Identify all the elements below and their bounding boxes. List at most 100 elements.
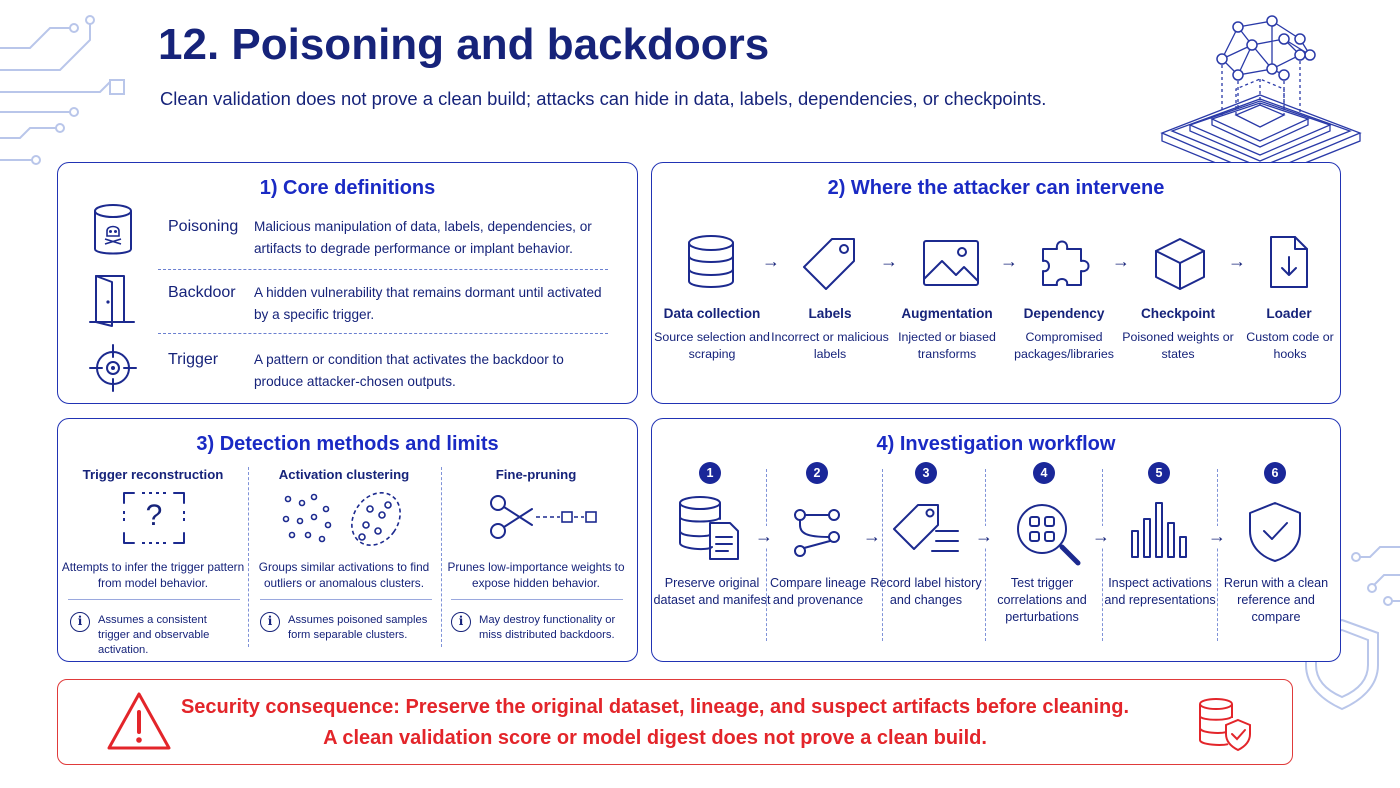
step-divider <box>882 469 883 641</box>
info-icon: i <box>70 612 90 632</box>
tag-icon <box>803 238 855 290</box>
file-download-icon <box>1270 236 1308 288</box>
shield-check-icon <box>1249 502 1301 562</box>
info-icon: i <box>451 612 471 632</box>
flow-arrow: → <box>1092 526 1110 547</box>
method-limit-trigger-reconstruction: Assumes a consistent trigger and observa… <box>98 614 210 656</box>
step-desc-6: Rerun with a clean reference and compare <box>1223 576 1329 624</box>
database-skull-icon <box>94 204 132 255</box>
cube-icon <box>1155 238 1205 290</box>
definition-term-poisoning: Poisoning <box>168 218 239 235</box>
question-mark-glyph: ? <box>145 499 163 532</box>
step-number-badge: 4 <box>1033 462 1055 484</box>
definition-divider <box>158 333 608 334</box>
database-document-icon <box>679 496 739 560</box>
flow-arrow: → <box>863 526 881 547</box>
lineage-icon <box>794 509 840 557</box>
limit-divider <box>68 599 240 600</box>
method-name-fine-pruning: Fine-pruning <box>495 467 577 482</box>
method-divider <box>441 467 442 647</box>
tag-list-icon <box>893 504 959 552</box>
step-number-badge: 5 <box>1148 462 1170 484</box>
method-limit-fine-pruning: May destroy functionality or miss distri… <box>479 614 616 641</box>
stage-name-labels: Labels <box>808 306 852 321</box>
step-divider <box>1102 469 1103 641</box>
detection-panel: 3) Detection methods and limits Trigger … <box>57 418 638 662</box>
database-shield-icon <box>1199 698 1251 752</box>
core-definitions-title: 1) Core definitions <box>259 177 436 199</box>
step-number-badge: 1 <box>699 462 721 484</box>
flow-arrow: → <box>1112 251 1130 271</box>
flow-arrow: → <box>880 251 898 271</box>
page-subtitle: Clean validation does not prove a clean … <box>160 88 1047 109</box>
circuit-shield-decoration-icon <box>1305 546 1400 711</box>
flow-arrow: → <box>975 526 993 547</box>
puzzle-icon <box>1042 240 1090 286</box>
door-icon <box>89 275 135 327</box>
step-desc-2: Compare lineage and provenance <box>770 576 866 607</box>
method-name-trigger-reconstruction: Trigger reconstruction <box>82 467 224 482</box>
workflow-title: 4) Investigation workflow <box>876 433 1116 455</box>
limit-divider <box>451 599 623 600</box>
step-desc-5: Inspect activations and representations <box>1104 576 1216 607</box>
stage-name-loader: Loader <box>1266 306 1312 321</box>
consequence-line-1: Security consequence: Preserve the origi… <box>180 696 1130 718</box>
method-divider <box>248 467 249 647</box>
definition-divider <box>158 269 608 270</box>
method-desc-activation-clustering: Groups similar activations to find outli… <box>258 560 430 590</box>
stage-desc-data-collection: Source selection and scraping <box>654 330 770 361</box>
step-divider <box>985 469 986 641</box>
intervention-panel: 2) Where the attacker can intervene Data… <box>651 162 1341 404</box>
consequence-line-2: A clean validation score or model digest… <box>323 727 987 749</box>
step-desc-1: Preserve original dataset and manifest <box>653 576 771 607</box>
method-limit-activation-clustering: Assumes poisoned samples form separable … <box>288 614 428 641</box>
step-desc-4: Test trigger correlations and perturbati… <box>997 576 1087 624</box>
flow-arrow: → <box>762 251 780 271</box>
definition-term-backdoor: Backdoor <box>168 284 236 301</box>
stage-name-checkpoint: Checkpoint <box>1140 306 1215 321</box>
question-frame-icon <box>123 492 185 544</box>
flow-arrow: → <box>1000 251 1018 271</box>
step-desc-3: Record label history and changes <box>870 576 982 607</box>
step-number-badge: 3 <box>915 462 937 484</box>
stage-name-augmentation: Augmentation <box>901 306 993 321</box>
stage-desc-augmentation: Injected or biased transforms <box>898 330 996 361</box>
stage-desc-dependency: Compromised packages/libraries <box>1014 330 1114 361</box>
image-icon <box>923 240 979 286</box>
crosshair-icon <box>89 344 137 392</box>
info-icon: i <box>260 612 280 632</box>
stage-name-data-collection: Data collection <box>663 306 761 321</box>
warning-icon <box>107 692 171 750</box>
security-consequence-banner: Security consequence: Preserve the origi… <box>57 679 1293 765</box>
database-icon <box>688 235 734 288</box>
method-desc-trigger-reconstruction: Attempts to infer the trigger pattern fr… <box>61 560 245 590</box>
definition-term-trigger: Trigger <box>168 351 219 368</box>
detection-title: 3) Detection methods and limits <box>196 433 499 455</box>
step-number-badge: 6 <box>1264 462 1286 484</box>
stage-desc-checkpoint: Poisoned weights or states <box>1122 330 1234 361</box>
stage-desc-loader: Custom code or hooks <box>1246 330 1334 361</box>
circuit-decoration-icon <box>0 15 125 165</box>
page-title: 12. Poisoning and backdoors <box>158 20 770 69</box>
intervention-title: 2) Where the attacker can intervene <box>827 177 1165 199</box>
magnifier-grid-icon <box>1017 504 1081 566</box>
step-divider <box>1217 469 1218 641</box>
flow-arrow: → <box>1228 251 1246 271</box>
limit-divider <box>260 599 432 600</box>
network-pyramid-icon <box>1160 15 1362 182</box>
step-divider <box>766 469 767 641</box>
flow-arrow: → <box>755 526 773 547</box>
bar-chart-icon <box>1131 502 1187 558</box>
flow-arrow: → <box>1208 526 1226 547</box>
step-number-badge: 2 <box>806 462 828 484</box>
stage-name-dependency: Dependency <box>1023 306 1105 321</box>
method-desc-fine-pruning: Prunes low-importance weights to expose … <box>447 560 625 590</box>
definition-desc-backdoor: A hidden vulnerability that remains dorm… <box>254 285 602 322</box>
core-definitions-panel: 1) Core definitions Poisoning Malicious … <box>57 162 638 404</box>
definition-desc-trigger: A pattern or condition that activates th… <box>254 352 564 389</box>
scissors-icon <box>490 495 597 539</box>
cluster-icon <box>282 492 401 546</box>
method-name-activation-clustering: Activation clustering <box>278 467 410 482</box>
workflow-panel: 4) Investigation workflow 1 Preserve ori… <box>651 418 1341 662</box>
definition-desc-poisoning: Malicious manipulation of data, labels, … <box>254 219 592 256</box>
